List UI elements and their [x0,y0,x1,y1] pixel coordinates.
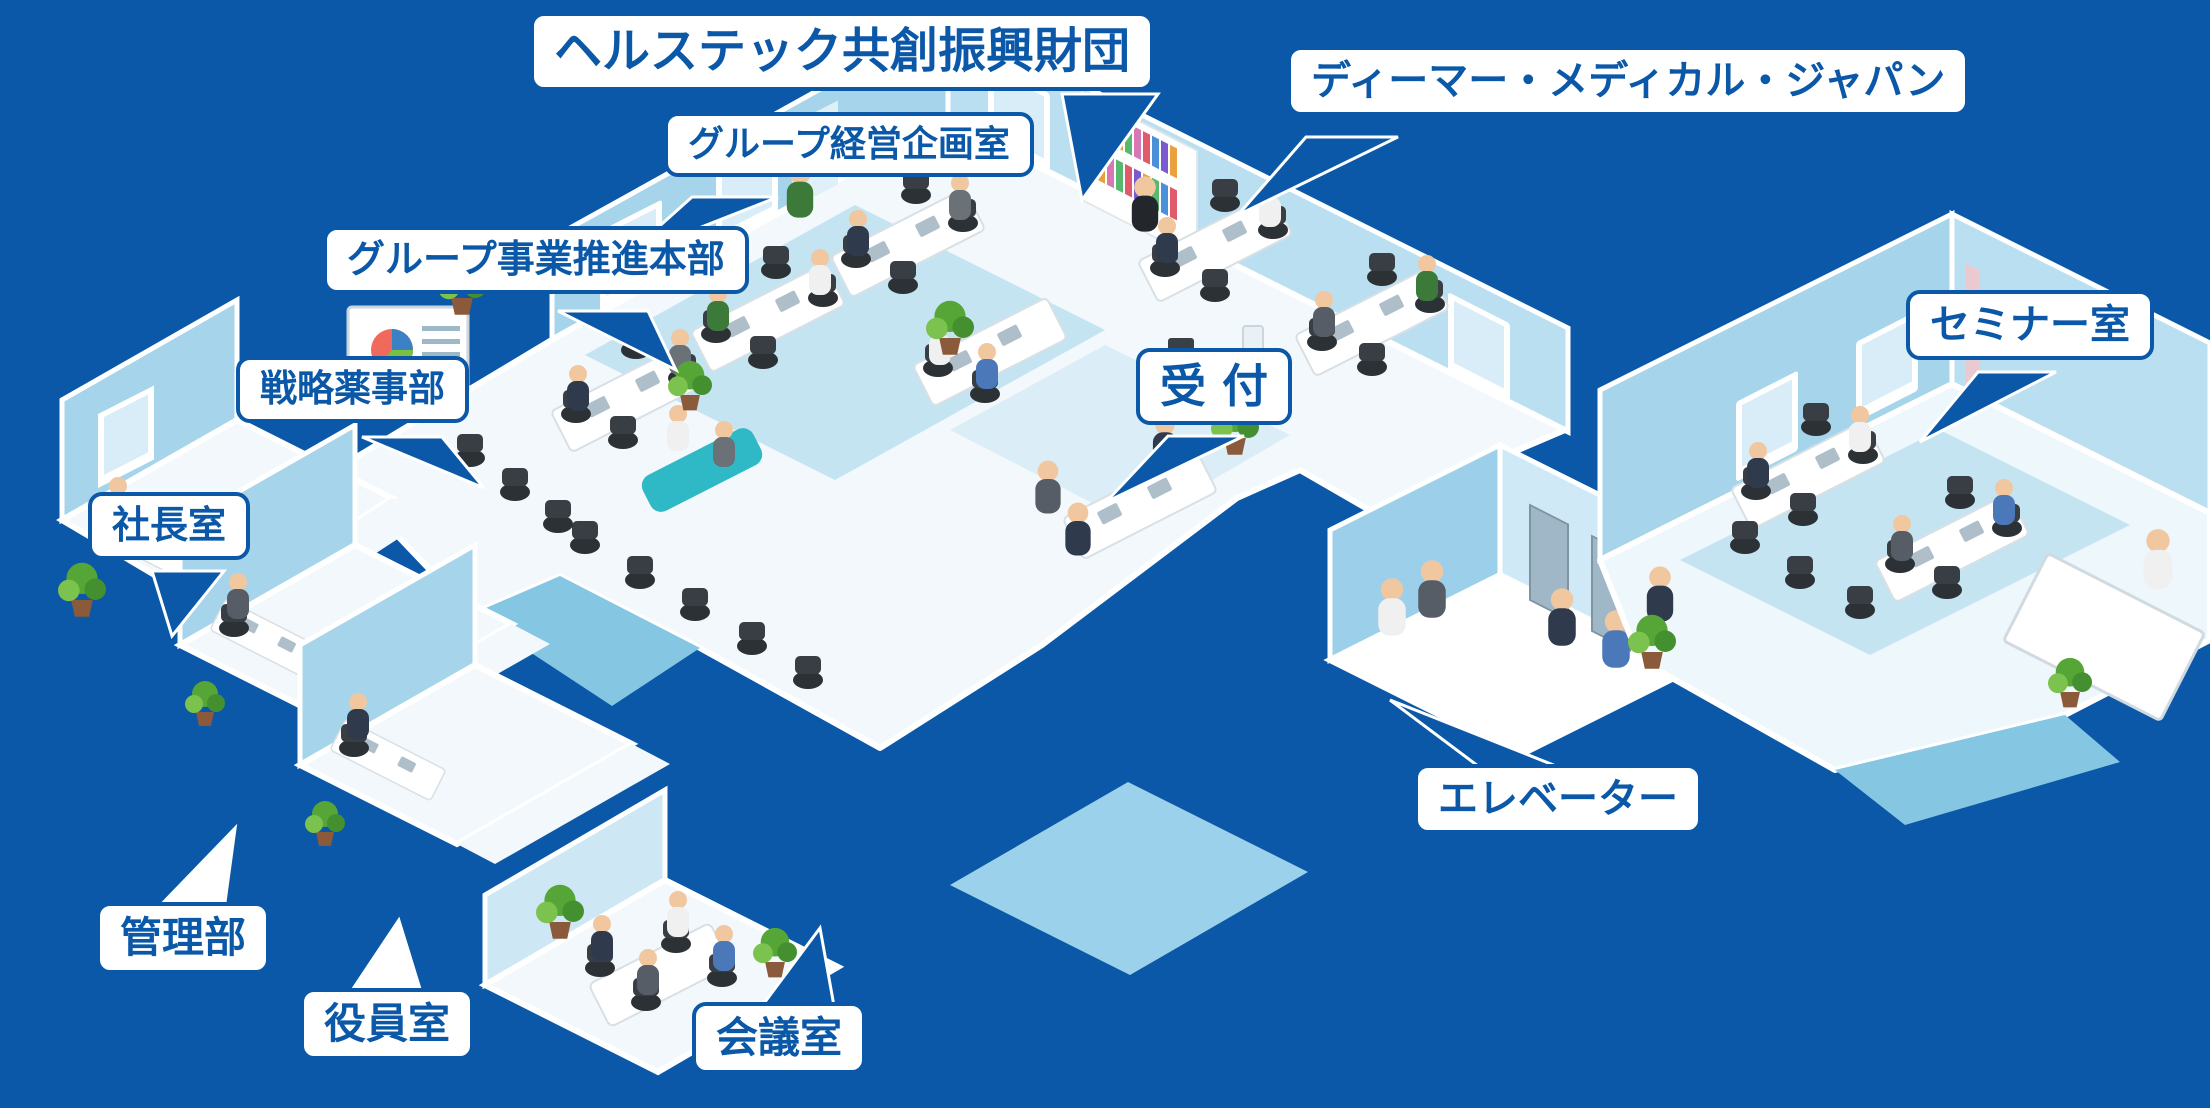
person-standing [1131,176,1159,232]
floor-wedge [950,782,1308,975]
label-meeting-room: 会議室 [692,1002,867,1075]
label-seminar-room: セミナー室 [1906,290,2154,360]
label-admin-dept: 管理部 [96,902,271,975]
seminar-wing [1597,209,2210,825]
label-tail [557,309,680,374]
label-elevator: エレベーター [1414,764,1702,834]
label-tail [1236,135,1399,217]
meeting-room [478,785,845,1076]
label-strategy-pharma-dept: 戦略薬事部 [236,356,469,423]
label-deemer-medical-japan: ディーマー・メディカル・ジャパン [1287,46,1970,116]
carpet [585,205,1105,480]
label-executive-room: 役員室 [300,988,475,1061]
floor-connector [457,744,670,864]
label-president-office: 社長室 [88,492,251,560]
floor-step [472,576,700,706]
label-reception: 受 付 [1136,348,1293,425]
label-tail [361,435,486,490]
label-group-planning-office: グループ経営企画室 [664,112,1034,178]
label-tail [1918,370,2057,444]
label-tail [1060,92,1161,204]
presenter [2143,529,2173,589]
label-tail [1104,434,1245,504]
label-healthtech-foundation: ヘルステック共創振興財団 [530,12,1155,92]
label-group-business-division: グループ事業推進本部 [323,226,749,294]
floor-step [1835,715,2120,825]
label-tail [149,569,228,640]
window-pane [104,394,148,475]
